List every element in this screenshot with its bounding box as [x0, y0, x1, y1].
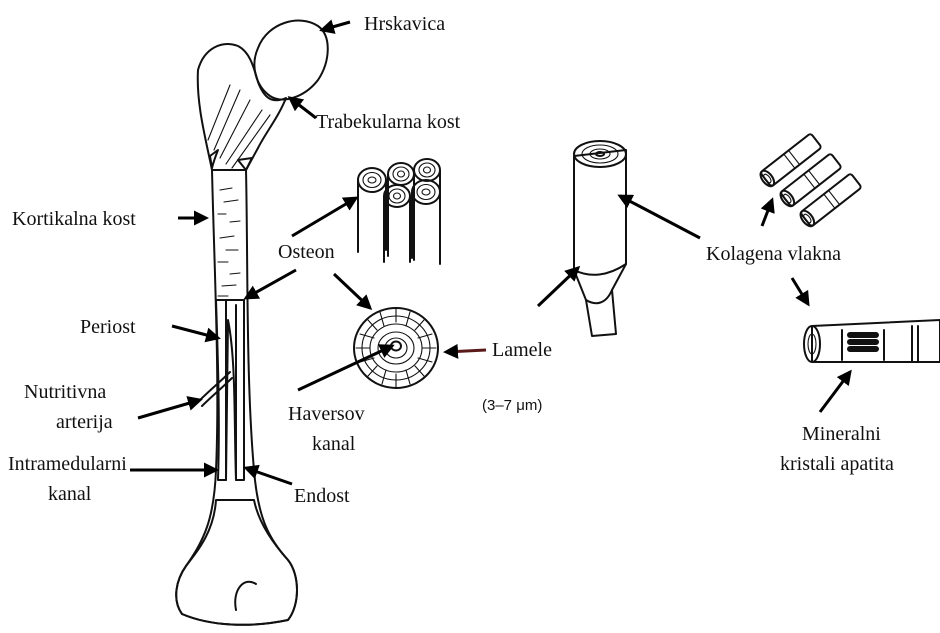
label-kortikalna-kost: Kortikalna kost	[12, 208, 136, 230]
label-intramedularni: Intramedularni	[8, 453, 127, 475]
cortical-texture	[218, 188, 242, 300]
osteon-cylinders	[358, 159, 440, 264]
label-mineralni: Mineralni	[802, 423, 881, 445]
label-hrskavica: Hrskavica	[364, 13, 445, 35]
label-endost: Endost	[294, 485, 350, 507]
labels: Hrskavica Trabekularna kost Kortikalna k…	[8, 13, 894, 507]
lamella-roll	[574, 141, 626, 336]
label-haversov-kanal: kanal	[312, 433, 356, 455]
label-kristali-apatita: kristali apatita	[780, 453, 894, 475]
trabecular-proximal	[198, 44, 286, 170]
spongy-bone	[176, 500, 297, 625]
label-osteon: Osteon	[278, 241, 335, 263]
label-lamele-size: (3–7 μm)	[482, 397, 542, 414]
label-arterija: arterija	[56, 411, 113, 433]
label-haversov: Haversov	[288, 403, 365, 425]
label-lamele: Lamele	[492, 339, 552, 361]
collagen-fibril	[804, 320, 940, 362]
label-intramedularni-kanal: kanal	[48, 483, 92, 505]
label-nutritivna: Nutritivna	[24, 381, 106, 403]
haversian-canal	[391, 342, 401, 351]
label-periost: Periost	[80, 316, 136, 338]
collagen-fibers	[758, 133, 862, 228]
cartilage-head	[254, 21, 327, 100]
label-kolagena-vlakna: Kolagena vlakna	[706, 243, 841, 265]
label-trabekularna-kost: Trabekularna kost	[316, 111, 461, 133]
apatite-crystals	[842, 326, 918, 362]
osteon-cross-section	[354, 308, 438, 388]
